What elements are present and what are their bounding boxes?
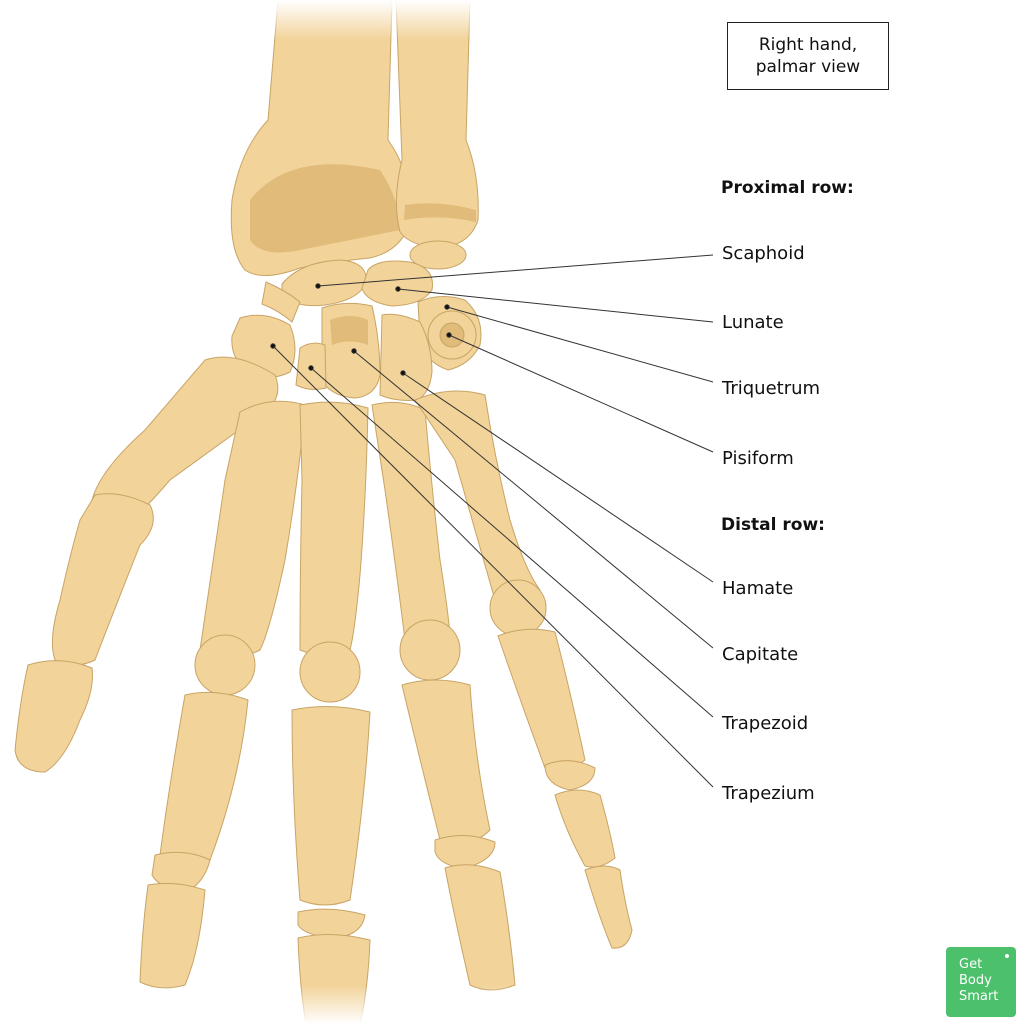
index-finger-bones [139,400,306,989]
ulna-bone [395,0,479,270]
hamate-bone [379,313,433,401]
trapezium-leader [272,345,714,788]
label-capitate: Capitate [722,644,799,665]
label-triquetrum: Triquetrum [722,378,821,399]
lunate-bone [361,260,434,307]
badge-line3: Smart [959,989,999,1004]
trapezoid-leader [310,367,714,718]
view-caption-box: Right hand, palmar view [727,22,889,90]
label-trapezium: Trapezium [722,783,815,804]
label-hamate: Hamate [722,578,794,599]
label-pisiform: Pisiform [722,448,794,469]
radius-bone [230,0,413,276]
badge-line1: Get [959,957,983,972]
getbodysmart-logo-badge[interactable]: Get Body Smart [946,947,1016,1017]
capitate-leader [353,350,714,649]
label-trapezoid: Trapezoid [722,713,809,734]
leader-lines [270,254,714,788]
triquetrum-leader [446,306,714,383]
proximal-row-heading: Proximal row: [721,178,854,198]
little-finger-bones [414,390,633,949]
scaphoid-leader [317,254,714,287]
view-caption-line2: palmar view [755,57,861,77]
label-lunate: Lunate [722,312,784,333]
view-caption-line1: Right hand, [758,34,858,55]
badge-dot-icon [1005,954,1009,958]
badge-line2: Body [959,973,992,988]
pisiform-leader [448,334,714,453]
ring-finger-bones [371,401,516,991]
hamate-leader [402,372,714,583]
distal-row-heading: Distal row: [721,515,825,535]
thumb-bones [14,356,279,773]
lunate-leader [397,288,714,323]
middle-finger-bones [291,401,371,1024]
label-scaphoid: Scaphoid [722,243,805,264]
